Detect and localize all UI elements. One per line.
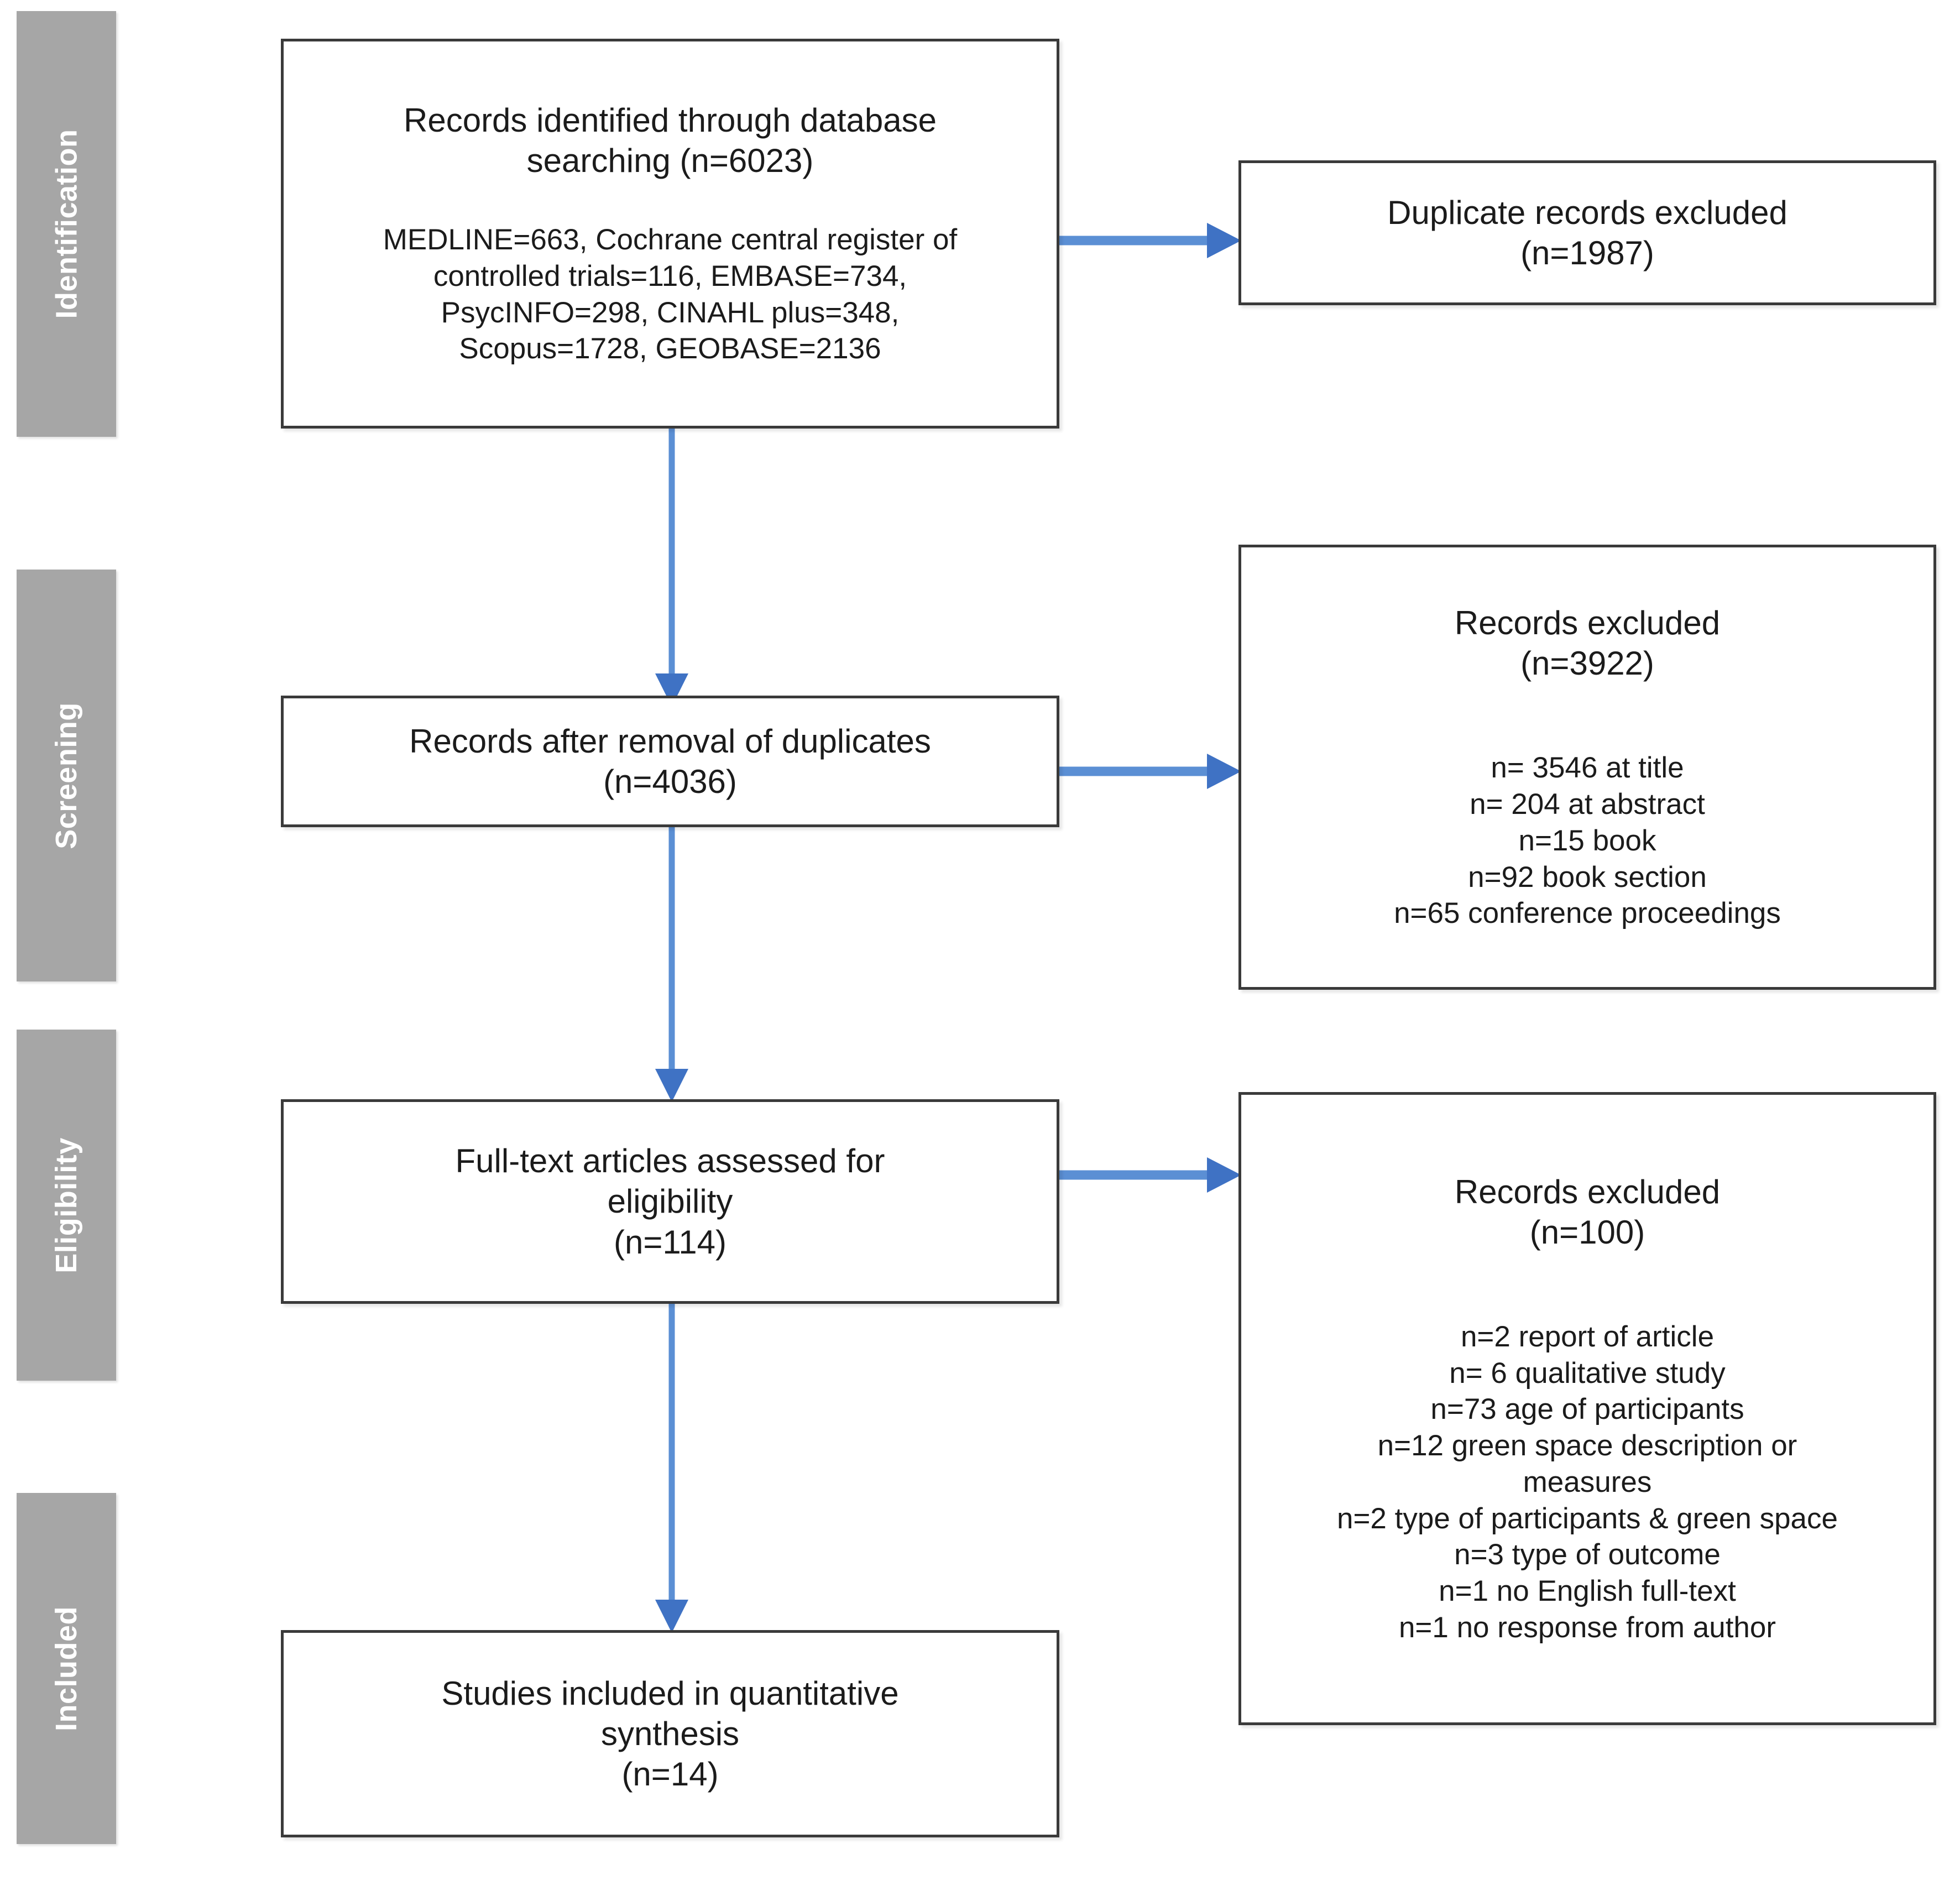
duplicate-records-excluded-title: Duplicate records excluded (n=1987): [1387, 194, 1787, 271]
records-excluded-eligibility-reasons: n=2 report of article n= 6 qualitative s…: [1337, 1320, 1838, 1644]
box-fulltext-assessed: Full-text articles assessed for eligibil…: [281, 1099, 1059, 1304]
records-excluded-eligibility-title: Records excluded (n=100): [1454, 1173, 1721, 1251]
stage-label-identification: Identification: [50, 129, 83, 319]
box-records-excluded-eligibility: Records excluded (n=100) n=2 report of a…: [1238, 1092, 1936, 1725]
stage-band-included: Included: [17, 1493, 116, 1844]
included-studies-title: Studies included in quantitative synthes…: [441, 1674, 899, 1793]
records-identified-sources: MEDLINE=663, Cochrane central register o…: [383, 223, 958, 365]
records-excluded-screening-title: Records excluded (n=3922): [1454, 604, 1721, 682]
box-records-excluded-screening: Records excluded (n=3922) n= 3546 at tit…: [1238, 545, 1936, 990]
stage-band-eligibility: Eligibility: [17, 1030, 116, 1381]
fulltext-assessed-title: Full-text articles assessed for eligibil…: [455, 1142, 885, 1261]
box-records-identified: Records identified through database sear…: [281, 39, 1059, 429]
stage-label-screening: Screening: [50, 702, 83, 849]
records-excluded-screening-reasons: n= 3546 at title n= 204 at abstract n=15…: [1394, 751, 1781, 930]
connector-after-duplicates-to-fulltext: [650, 827, 694, 1103]
connector-after-duplicates-to-screening-excluded: [1053, 749, 1244, 793]
connector-identified-to-duplicates: [1053, 218, 1244, 263]
stage-band-identification: Identification: [17, 11, 116, 437]
records-after-duplicates-title: Records after removal of duplicates (n=4…: [409, 722, 931, 800]
records-identified-title: Records identified through database sear…: [404, 101, 937, 180]
connector-fulltext-to-eligibility-excluded: [1053, 1153, 1244, 1197]
connector-identified-to-after-duplicates: [650, 426, 694, 708]
stage-band-screening: Screening: [17, 570, 116, 981]
box-duplicate-records-excluded: Duplicate records excluded (n=1987): [1238, 160, 1936, 305]
connector-fulltext-to-included: [650, 1302, 694, 1634]
box-records-after-duplicates: Records after removal of duplicates (n=4…: [281, 696, 1059, 827]
stage-label-eligibility: Eligibility: [50, 1137, 83, 1273]
box-included-studies: Studies included in quantitative synthes…: [281, 1630, 1059, 1837]
stage-label-included: Included: [50, 1606, 83, 1731]
